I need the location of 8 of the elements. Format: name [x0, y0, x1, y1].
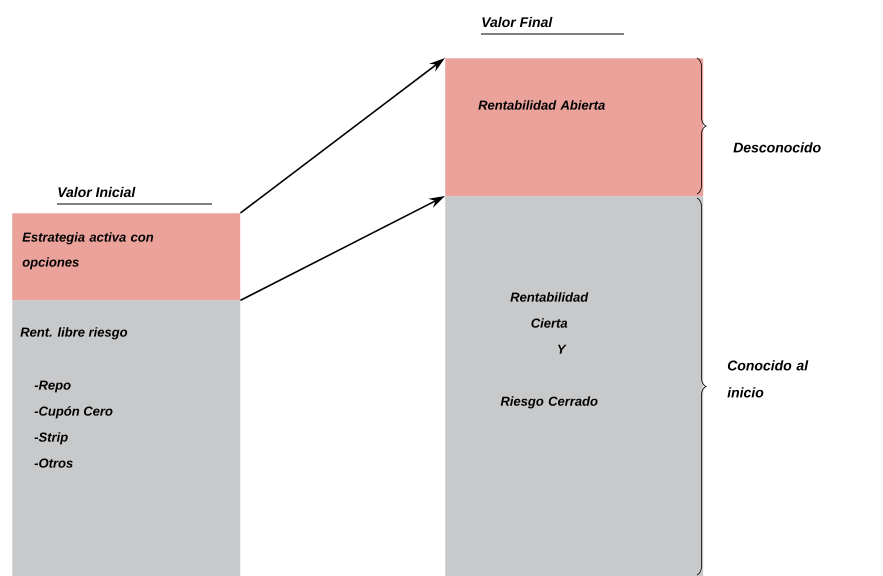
heading: Valor Inicial [56, 186, 212, 204]
brace-label: Conocido al inicio [727, 360, 808, 398]
certain-return-box: Rentabilidad Cierta Y Riesgo Cerrado [445, 196, 704, 576]
strategy-box: Estrategia activa con opciones [12, 213, 240, 300]
brace-label: Desconocido [733, 142, 821, 152]
risk-free-box: Rent. libre riesgo -Repo -Cupón Cero -Strip -Otros [12, 300, 240, 576]
heading: Valor Final [480, 16, 624, 34]
open-return-box: Rentabilidad Abierta [445, 58, 704, 196]
